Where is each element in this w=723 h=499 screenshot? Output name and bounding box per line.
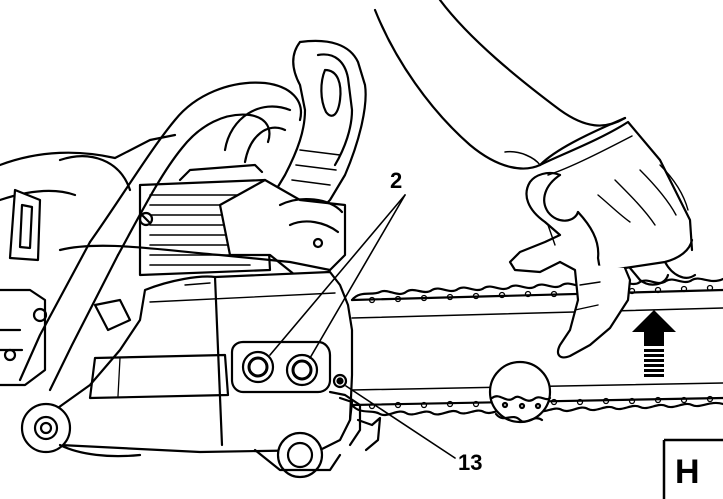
panel-label: H xyxy=(675,453,700,491)
panel-label-box: H xyxy=(662,438,723,499)
callout-leader-lines xyxy=(269,194,456,459)
gloved-hand xyxy=(373,0,697,359)
chain-slack-magnifier xyxy=(488,360,552,424)
callout-2: 2 xyxy=(390,168,402,193)
chainsaw-body xyxy=(0,39,367,392)
arrow-up-icon xyxy=(632,310,676,377)
callout-13: 13 xyxy=(458,450,482,475)
chainsaw-feet xyxy=(20,402,342,479)
